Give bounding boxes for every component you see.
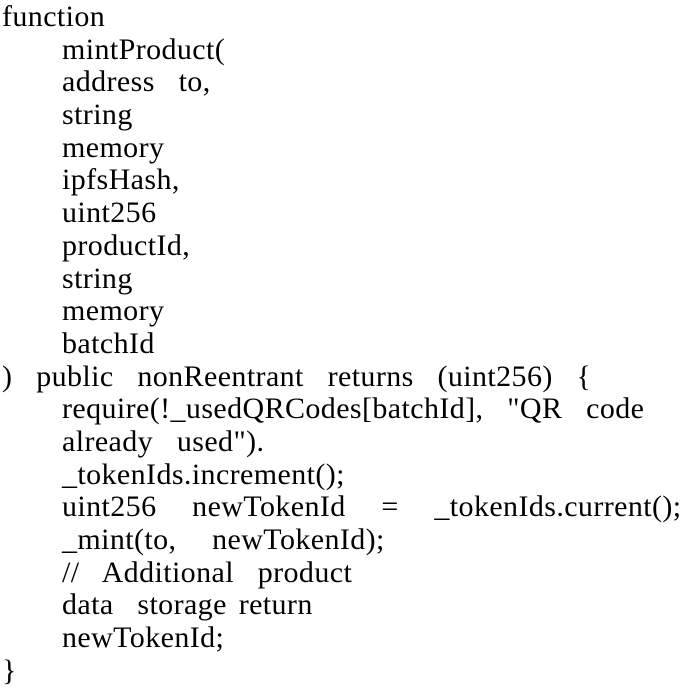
code-line: newTokenId; — [62, 621, 225, 655]
code-line: require(!_usedQRCodes[batchId], "QR code — [62, 392, 645, 426]
code-line: productId, — [62, 228, 191, 262]
code-line: // Additional product — [62, 555, 353, 589]
code-line: data storage return — [62, 588, 313, 622]
code-line: ipfsHash, — [62, 163, 180, 197]
code-line: uint256 — [62, 196, 157, 230]
code-line: address to, — [62, 65, 211, 99]
code-line: function — [2, 0, 106, 33]
code-line: _tokenIds.increment(); — [62, 457, 345, 491]
code-line: mintProduct( — [62, 32, 226, 66]
code-line: uint256 newTokenId = _tokenIds.current()… — [62, 490, 682, 524]
code-line: already used"). — [62, 424, 265, 458]
code-line: string — [62, 98, 133, 132]
code-line: ) public nonReentrant returns (uint256) … — [2, 359, 592, 393]
code-line: _mint(to, newTokenId); — [62, 523, 385, 556]
code-line: batchId — [62, 326, 155, 360]
code-line: memory — [62, 130, 165, 164]
code-line: } — [2, 653, 17, 687]
code-line: string — [62, 261, 133, 295]
code-line: memory — [62, 294, 165, 328]
